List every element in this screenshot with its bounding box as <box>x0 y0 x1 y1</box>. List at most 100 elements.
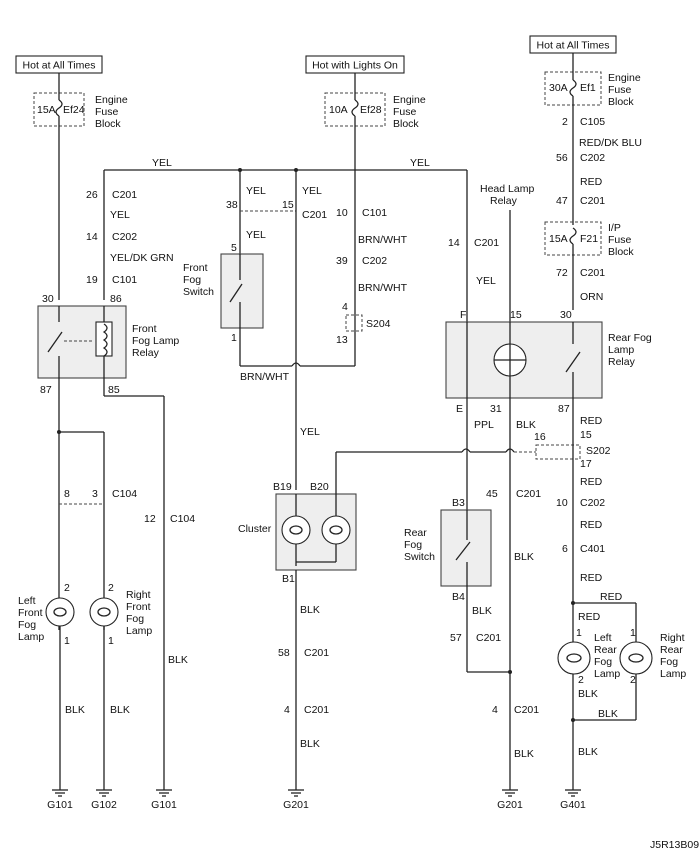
pin-30: 30 <box>42 293 54 305</box>
fuse-ef1-block-3: Block <box>608 96 634 108</box>
wire-label-blk: BLK <box>300 604 320 616</box>
pin-1: 1 <box>576 627 582 639</box>
fuse-ef24: 15A Ef24 Engine Fuse Block <box>33 73 128 300</box>
junction-dot <box>57 430 61 434</box>
pin-17: 17 <box>580 458 592 470</box>
pin-30: 30 <box>560 309 572 321</box>
rear-fog-switch <box>440 509 492 587</box>
lamp-label: Lamp <box>126 625 152 637</box>
wire-label-yel-dk-grn: YEL/DK GRN <box>110 252 174 264</box>
pin-56: 56 <box>556 152 568 164</box>
wire-label-red-dk-blu: RED/DK BLU <box>579 137 642 149</box>
wire-label-red: RED <box>580 176 603 188</box>
connector-c201: C201 <box>304 647 329 659</box>
pin-87: 87 <box>40 384 52 396</box>
wire-label-blk: BLK <box>65 704 85 716</box>
pin-85: 85 <box>108 384 120 396</box>
wire-label-blk: BLK <box>110 704 130 716</box>
pin-f: F <box>460 309 466 321</box>
lamp-label: Lamp <box>594 668 620 680</box>
junction-dot <box>571 601 575 605</box>
fuse-f21-block-3: Block <box>608 246 634 258</box>
lamp-label: Lamp <box>660 668 686 680</box>
wire-label-red: RED <box>600 591 623 603</box>
rear-relay-label: Rear Fog <box>608 332 652 344</box>
left-front-fog-lamp <box>45 597 75 790</box>
head-lamp-relay-label: Head Lamp <box>480 183 534 195</box>
connector-c202: C202 <box>362 255 387 267</box>
wire-label-blk: BLK <box>472 605 492 617</box>
relay-label-3: Relay <box>132 347 160 359</box>
splice-s202-label: S202 <box>586 445 611 457</box>
wire-label-red: RED <box>580 476 603 488</box>
right-front-fog-lamp <box>89 597 119 790</box>
wire-label-blk: BLK <box>578 688 598 700</box>
switch-label: Front <box>183 262 208 274</box>
fuse-ef28-block-2: Fuse <box>393 106 417 118</box>
lamp-label: Front <box>18 607 43 619</box>
rear-relay-label: Lamp <box>608 344 634 356</box>
pin-2: 2 <box>108 582 114 594</box>
pin-16: 16 <box>534 431 546 443</box>
fuse-ef24-block-2: Fuse <box>95 106 119 118</box>
pin-45: 45 <box>486 488 498 500</box>
switch-label: Fog <box>183 274 201 286</box>
pin-87: 87 <box>558 403 570 415</box>
fuse-ef1-amp: 30A <box>549 82 568 94</box>
wire-label-blk: BLK <box>578 746 598 758</box>
connector-c201: C201 <box>474 237 499 249</box>
fuse-f21-amp: 15A <box>549 233 568 245</box>
pin-b20: B20 <box>310 481 329 493</box>
rear-fog-lamp-relay <box>445 321 603 399</box>
pin-15: 15 <box>580 429 592 441</box>
pin-5: 5 <box>231 242 237 254</box>
pin-3: 3 <box>92 488 98 500</box>
fuse-f21: 15A F21 I/P Fuse Block <box>544 221 634 310</box>
pin-26: 26 <box>86 189 98 201</box>
connector-c101: C101 <box>112 274 137 286</box>
connector-c101: C101 <box>362 207 387 219</box>
pin-39: 39 <box>336 255 348 267</box>
pin-1: 1 <box>64 635 70 647</box>
connector-c202: C202 <box>112 231 137 243</box>
fuse-ef28-id: Ef28 <box>360 104 382 116</box>
connector-c201: C201 <box>112 189 137 201</box>
fuse-ef24-id: Ef24 <box>63 104 85 116</box>
lamp-label: Fog <box>126 613 144 625</box>
lamp-label: Fog <box>660 656 678 668</box>
lamp-label: Lamp <box>18 631 44 643</box>
fuse-ef1-block-1: Engine <box>608 72 641 84</box>
connector-c201: C201 <box>516 488 541 500</box>
connector-c201: C201 <box>302 209 327 221</box>
wire-label-yel: YEL <box>110 209 130 221</box>
wire-label-brn-wht: BRN/WHT <box>358 282 408 294</box>
lamp-label: Fog <box>18 619 36 631</box>
relay-label-1: Front <box>132 323 157 335</box>
ground-g101: G101 <box>151 799 177 811</box>
switch-label: Fog <box>404 539 422 551</box>
pin-4: 4 <box>284 704 290 716</box>
right-rear-fog-lamp <box>619 641 653 720</box>
pin-b1: B1 <box>282 573 295 585</box>
fuse-f21-block-2: Fuse <box>608 234 632 246</box>
wire-label-yel: YEL <box>410 157 430 169</box>
connector-c401: C401 <box>580 543 605 555</box>
pin-4: 4 <box>342 301 348 313</box>
ground-g401: G401 <box>560 799 586 811</box>
wire-label-brn-wht: BRN/WHT <box>240 371 290 383</box>
lamp-label: Right <box>660 632 685 644</box>
wire-label-blk: BLK <box>516 419 536 431</box>
pin-8: 8 <box>64 488 70 500</box>
connector-c201: C201 <box>580 267 605 279</box>
switch-label: Switch <box>183 286 214 298</box>
pin-38: 38 <box>226 199 238 211</box>
wire-label-yel: YEL <box>476 275 496 287</box>
pin-47: 47 <box>556 195 568 207</box>
fuse-ef28-block-1: Engine <box>393 94 426 106</box>
wire-label-brn-wht: BRN/WHT <box>358 234 408 246</box>
wire-crossover <box>461 448 471 453</box>
wire-label-yel: YEL <box>302 185 322 197</box>
front-fog-lamp-relay <box>37 305 127 379</box>
wire-label-blk: BLK <box>514 551 534 563</box>
connector-c201: C201 <box>514 704 539 716</box>
